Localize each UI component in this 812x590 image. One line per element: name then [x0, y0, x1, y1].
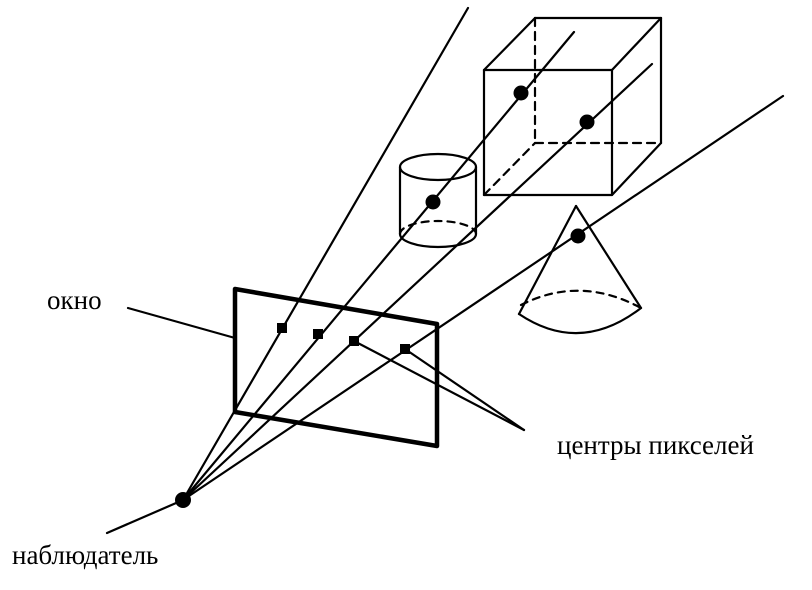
cone-left-side [517, 204, 578, 316]
cylinder [398, 152, 478, 249]
pixel-center-marker [277, 323, 287, 333]
cube [482, 16, 663, 197]
ray-3 [181, 62, 654, 502]
pixel-center-marker [313, 329, 323, 339]
ray-4 [181, 94, 785, 502]
window-leader-line [126, 306, 237, 340]
ray-1 [181, 6, 470, 502]
cylinder-top [398, 152, 478, 182]
cylinder-bottom-front [398, 232, 478, 249]
cube-hidden-depth-edge [482, 141, 537, 197]
cone-base-front [517, 306, 643, 335]
observer-tail-line [105, 498, 185, 535]
cone-base-back [519, 289, 643, 310]
cube-bottom-right-edge [610, 141, 663, 197]
pixel-center-marker [349, 336, 359, 346]
window-frame [232, 286, 440, 449]
pixel-leader-line-1 [352, 339, 526, 432]
observer-point [175, 492, 191, 508]
cube-top-left-edge [482, 16, 537, 72]
cube-hit-point-back [579, 114, 595, 130]
cylinder-bottom-back [398, 219, 478, 236]
cube-top-right-edge [610, 16, 663, 72]
cone-right-side [574, 204, 643, 310]
observer-label: наблюдатель [12, 540, 158, 570]
cube-hit-point-front [513, 85, 529, 101]
window-label: окно [47, 285, 102, 315]
pixel-leader-line-2 [403, 347, 526, 432]
ray-2 [181, 30, 576, 502]
cube-front-face [482, 68, 614, 197]
pixel-center-marker [400, 344, 410, 354]
cylinder-hit-point [425, 194, 441, 210]
pixel-centers-label: центры пикселей [557, 430, 754, 460]
cone-hit-point [570, 228, 586, 244]
cone [517, 204, 643, 335]
